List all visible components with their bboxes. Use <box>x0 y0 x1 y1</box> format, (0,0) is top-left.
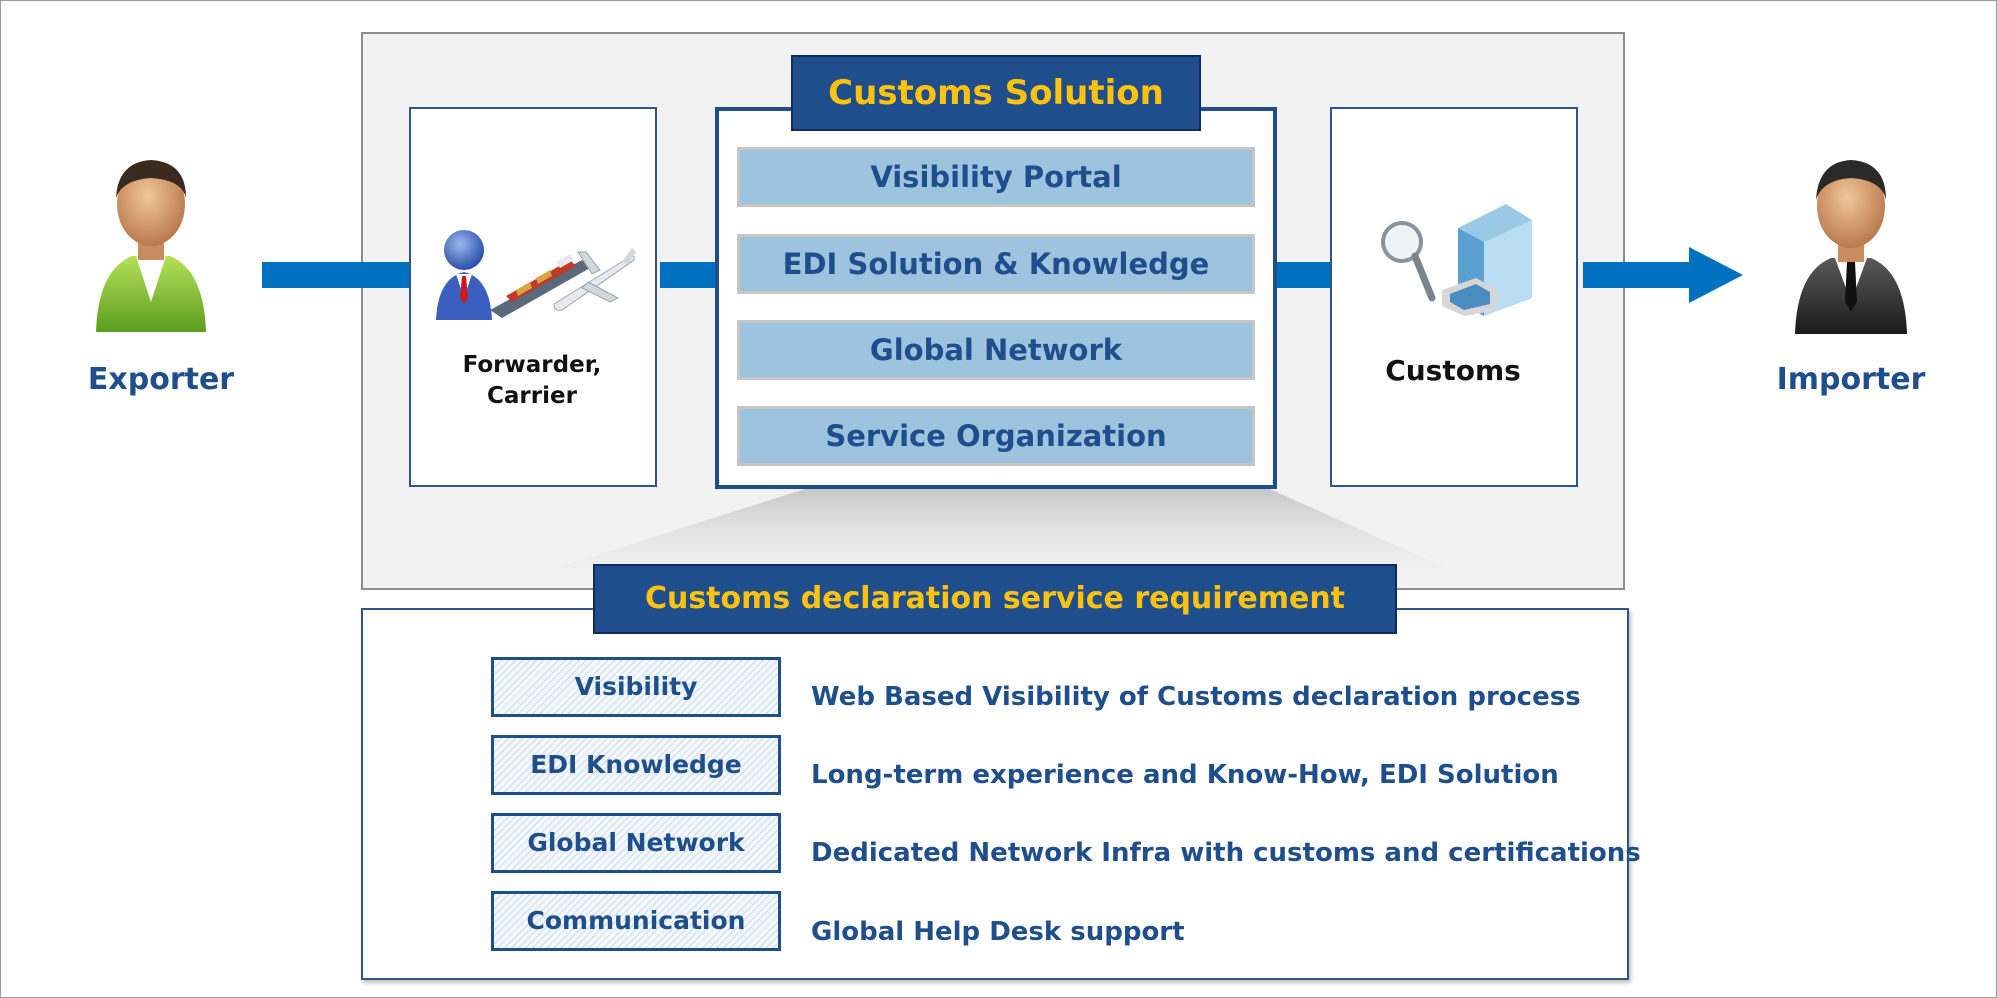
importer-label: Importer <box>1776 362 1926 397</box>
building-icon <box>1442 204 1532 316</box>
airplane-icon <box>553 248 636 311</box>
projection-shadow <box>515 489 1475 581</box>
exporter-label: Exporter <box>87 362 235 397</box>
importer-person-icon <box>1795 160 1907 334</box>
solution-item-edi-solution: EDI Solution & Knowledge <box>737 234 1255 294</box>
solution-item-global-network: Global Network <box>737 320 1255 380</box>
flow-arrow-solution-customs <box>1277 262 1333 288</box>
flow-arrow-forwarder-solution <box>660 262 720 288</box>
ship-icon <box>490 254 590 318</box>
requirement-desc-global-network: Dedicated Network Infra with customs and… <box>811 838 1641 868</box>
customs-label: Customs <box>1385 354 1521 387</box>
requirement-desc-edi-knowledge: Long-term experience and Know-How, EDI S… <box>811 760 1559 790</box>
flow-arrow-exporter-forwarder <box>262 262 412 288</box>
businessman-icon <box>436 230 492 320</box>
magnifier-icon <box>1381 221 1436 302</box>
requirement-desc-visibility: Web Based Visibility of Customs declarat… <box>811 682 1581 712</box>
forwarder-label: Forwarder, <box>462 352 602 378</box>
requirement-tag-communication: Communication <box>491 891 781 951</box>
flow-arrow-customs-importer <box>1583 247 1743 303</box>
requirement-tag-visibility: Visibility <box>491 657 781 717</box>
customs-solution-title: Customs Solution <box>791 55 1201 131</box>
requirements-title: Customs declaration service requirement <box>593 564 1397 634</box>
forwarder-carrier-label: Forwarder, Carrier <box>409 350 655 412</box>
solution-item-service-organization: Service Organization <box>737 406 1255 466</box>
requirement-tag-global-network: Global Network <box>491 813 781 873</box>
exporter-person-icon <box>96 160 206 332</box>
carrier-label: Carrier <box>487 383 577 409</box>
solution-item-visibility-portal: Visibility Portal <box>737 147 1255 207</box>
requirement-tag-edi-knowledge: EDI Knowledge <box>491 735 781 795</box>
requirement-desc-communication: Global Help Desk support <box>811 917 1185 947</box>
